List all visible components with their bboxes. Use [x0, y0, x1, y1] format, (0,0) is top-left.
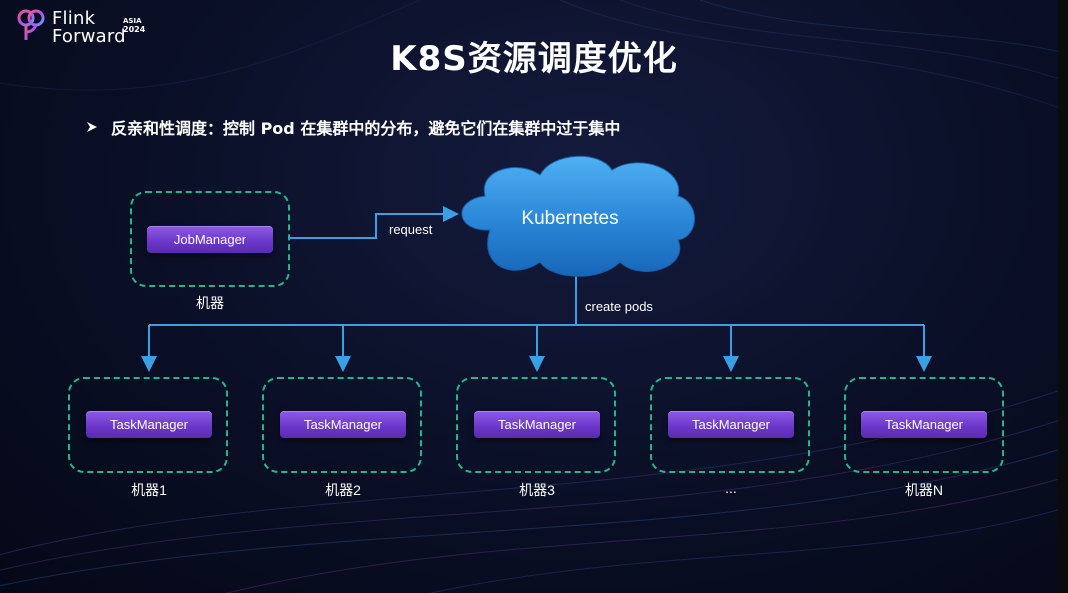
- arrow-bullet-icon: [87, 122, 97, 132]
- slide-title: K8S资源调度优化: [390, 39, 678, 79]
- taskmanager-machine-box: [68, 377, 228, 473]
- flink-forward-logo: Flink Forward ASIA 2024: [16, 8, 146, 48]
- jobmanager-machine-label: 机器: [196, 295, 224, 311]
- bullet-row: 反亲和性调度：控制 Pod 在集群中的分布，避免它们在集群中过于集中: [85, 115, 620, 139]
- taskmanager-node: TaskManager: [86, 411, 212, 438]
- jobmanager-machine-box: [130, 191, 290, 287]
- taskmanager-machine-box: [262, 377, 422, 473]
- jobmanager-node: JobManager: [147, 226, 273, 253]
- flink-logo-icon: [17, 9, 45, 40]
- brand-asia: ASIA: [123, 17, 142, 25]
- taskmanager-machine-label: 机器N: [904, 482, 944, 498]
- taskmanager-machine-box: [650, 377, 810, 473]
- taskmanager-node: TaskManager: [668, 411, 794, 438]
- taskmanager-machine-label: ...: [725, 480, 737, 496]
- taskmanager-machine-label: 机器3: [519, 482, 555, 498]
- request-arrow: [290, 206, 459, 239]
- brand-year: 2024: [123, 25, 146, 34]
- taskmanager-machine-label: 机器2: [325, 482, 361, 498]
- taskmanager-machine-box: [844, 377, 1004, 473]
- taskmanager-node: TaskManager: [474, 411, 600, 438]
- create-pods-label: create pods: [585, 299, 653, 314]
- taskmanager-node: TaskManager: [280, 411, 406, 438]
- taskmanager-machine-box: [456, 377, 616, 473]
- taskmanager-node: TaskManager: [861, 411, 987, 438]
- kubernetes-label: Kubernetes: [521, 208, 619, 229]
- bullet-text: 反亲和性调度：控制 Pod 在集群中的分布，避免它们在集群中过于集中: [111, 119, 621, 138]
- brand-line2: Forward: [52, 26, 126, 47]
- kubernetes-cloud-icon: [461, 155, 695, 277]
- window-edge: [1058, 0, 1068, 593]
- request-label: request: [389, 222, 433, 237]
- brand-line1: Flink: [52, 8, 96, 29]
- taskmanager-machine-label: 机器1: [131, 482, 167, 498]
